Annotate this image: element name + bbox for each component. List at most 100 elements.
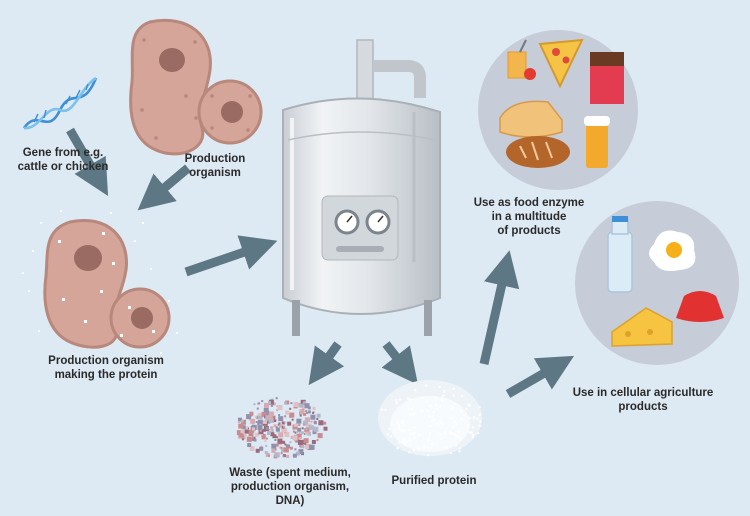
waste-particle xyxy=(283,428,288,433)
powder-particle xyxy=(425,384,428,387)
waste-particle xyxy=(312,411,315,414)
waste-particle xyxy=(294,431,297,434)
chocolate-bar-icon xyxy=(590,52,624,104)
waste-particle xyxy=(270,426,273,430)
cheese-wedge-icon xyxy=(611,307,673,347)
powder-particle xyxy=(398,441,401,444)
waste-particle xyxy=(305,428,308,431)
powder-particle xyxy=(458,450,461,453)
waste-particle xyxy=(250,418,256,424)
waste-particle xyxy=(286,454,290,458)
waste-particle xyxy=(251,427,255,431)
powder-particle xyxy=(456,435,459,438)
waste-particle xyxy=(293,423,297,427)
production-organism-cells xyxy=(129,19,263,156)
waste-particle xyxy=(284,401,287,405)
waste-particle xyxy=(278,414,281,417)
waste-particle xyxy=(264,410,270,416)
waste-particle xyxy=(276,409,279,412)
waste-particle xyxy=(298,432,301,435)
waste-particle xyxy=(280,452,283,455)
waste-particle xyxy=(249,433,252,436)
waste-particle xyxy=(301,427,304,430)
waste-particle xyxy=(256,415,260,419)
waste-particle xyxy=(268,401,271,405)
waste-particle xyxy=(240,429,245,434)
purified-protein-label: Purified protein xyxy=(391,475,477,487)
powder-particle xyxy=(436,422,439,425)
powder-particle xyxy=(388,427,391,430)
waste-particle xyxy=(318,420,324,426)
powder-particle xyxy=(439,433,442,436)
powder-particle xyxy=(468,416,471,419)
waste-particle xyxy=(313,421,317,425)
waste-particle xyxy=(282,455,285,458)
cellular-agriculture-label: Use in cellular agriculture products xyxy=(572,387,714,413)
waste-particle xyxy=(257,424,263,430)
powder-particle xyxy=(435,404,437,407)
food-products-circle xyxy=(478,30,638,190)
powder-particle xyxy=(426,400,429,403)
waste-particle xyxy=(271,443,277,449)
powder-particle xyxy=(428,415,431,418)
powder-particle xyxy=(403,429,406,432)
powder-particle xyxy=(414,389,417,392)
waste-particle xyxy=(236,430,242,436)
beer-glass-icon xyxy=(584,116,610,168)
waste-particle xyxy=(296,431,298,434)
powder-particle xyxy=(384,408,387,411)
waste-particle xyxy=(306,412,309,414)
waste-particle xyxy=(257,414,263,420)
waste-particle xyxy=(241,438,244,441)
powder-particle xyxy=(410,408,413,410)
arrow-cells-to-tank xyxy=(184,235,278,277)
powder-particle xyxy=(417,447,420,450)
waste-particle xyxy=(260,445,263,448)
waste-particle xyxy=(287,421,292,426)
waste-particle xyxy=(309,423,312,426)
waste-particle xyxy=(255,448,260,453)
powder-particle xyxy=(438,386,441,388)
waste-particle xyxy=(267,431,271,435)
waste-particle xyxy=(273,424,277,428)
powder-particle xyxy=(413,436,416,439)
waste-particle xyxy=(253,403,256,406)
waste-particle xyxy=(298,424,301,426)
waste-particle xyxy=(307,410,311,414)
powder-particle xyxy=(399,398,402,401)
protein-producing-cells xyxy=(22,210,178,354)
waste-particle xyxy=(259,429,262,432)
powder-particle xyxy=(451,406,454,409)
waste-particle xyxy=(238,423,244,429)
powder-particle xyxy=(478,406,481,409)
waste-particle xyxy=(257,402,260,405)
waste-particle xyxy=(279,446,282,449)
waste-particle xyxy=(274,452,280,458)
arrow-protein-to-food xyxy=(479,250,520,365)
powder-particle xyxy=(439,421,442,424)
powder-particle xyxy=(453,420,456,423)
waste-particle xyxy=(312,406,316,410)
waste-particle xyxy=(258,429,264,435)
powder-particle xyxy=(468,404,471,407)
waste-particle xyxy=(305,410,308,413)
waste-particle xyxy=(297,440,303,445)
powder-particle xyxy=(408,429,411,431)
powder-particle xyxy=(413,426,416,429)
waste-pile xyxy=(236,397,328,459)
waste-particle xyxy=(271,448,276,453)
powder-particle xyxy=(450,408,453,411)
waste-particle xyxy=(244,429,249,434)
waste-particle xyxy=(299,403,304,408)
waste-particle xyxy=(278,416,284,422)
powder-particle xyxy=(454,433,457,436)
powder-particle xyxy=(404,442,407,445)
waste-particle xyxy=(307,431,311,436)
waste-particle xyxy=(284,432,290,437)
powder-particle xyxy=(423,445,426,448)
powder-particle xyxy=(410,432,413,435)
waste-particle xyxy=(303,412,307,416)
powder-particle xyxy=(443,390,446,393)
waste-particle xyxy=(282,440,286,444)
